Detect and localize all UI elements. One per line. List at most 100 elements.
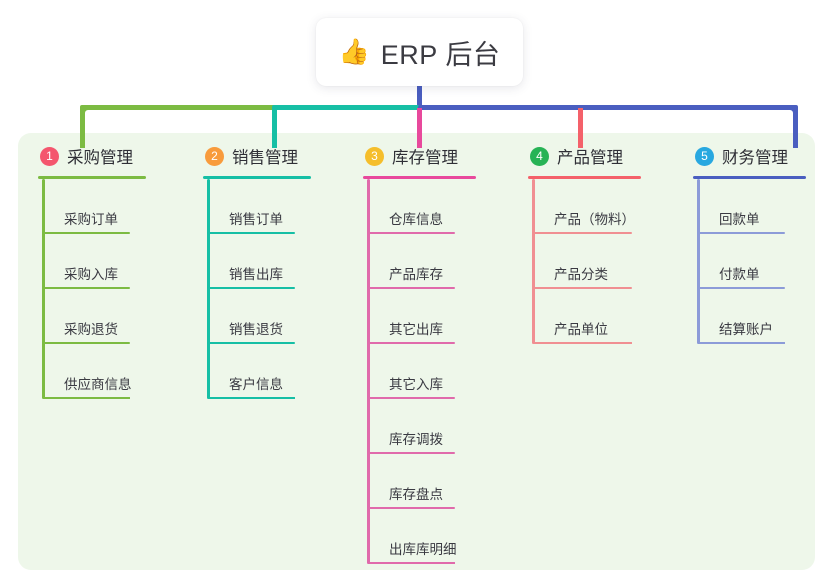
branch-header-4[interactable]: 4 产品管理	[528, 142, 673, 170]
branch-item-label: 仓库信息	[389, 212, 443, 227]
branch-number-badge: 1	[40, 146, 59, 166]
branch-title: 库存管理	[392, 149, 458, 167]
branch-item[interactable]: 库存盘点	[363, 454, 511, 509]
branch-item[interactable]: 其它入库	[363, 344, 511, 399]
drop-connector-3	[417, 108, 422, 148]
branch-item-rule	[207, 397, 295, 399]
branch-item-label: 其它入库	[389, 377, 443, 392]
branch-title: 采购管理	[67, 149, 133, 167]
branch-item-label: 客户信息	[229, 377, 283, 392]
branch-item-rule	[532, 287, 632, 289]
branch-item-rule	[367, 342, 455, 344]
branch-header-2[interactable]: 2 销售管理	[203, 142, 348, 170]
branch-item-rule	[697, 232, 785, 234]
branch-item-label: 出库库明细	[389, 542, 457, 557]
root-stem-connector	[417, 82, 422, 108]
branch-item[interactable]: 采购退货	[38, 289, 188, 344]
branch-item-rule	[367, 562, 455, 564]
branch-item[interactable]: 其它出库	[363, 289, 511, 344]
branch-spine	[42, 179, 45, 399]
branch-item-label: 采购退货	[64, 322, 118, 337]
branch-item[interactable]: 库存调拨	[363, 399, 511, 454]
branch-number-badge: 5	[695, 146, 714, 166]
branch-item-rule	[697, 342, 785, 344]
branch-item-label: 采购订单	[64, 212, 118, 227]
branch-item-list: 回款单付款单结算账户	[693, 179, 815, 344]
drop-connector-2	[272, 108, 277, 148]
branch-item[interactable]: 采购订单	[38, 179, 188, 234]
branch-item-label: 销售出库	[229, 267, 283, 282]
branch-item-rule	[367, 397, 455, 399]
branch-item[interactable]: 产品库存	[363, 234, 511, 289]
branch-column-1: 1 采购管理采购订单采购入库采购退货供应商信息	[38, 142, 188, 399]
branch-title: 产品管理	[557, 149, 623, 167]
branch-spine	[367, 179, 370, 564]
drop-connector-1	[80, 108, 85, 148]
branch-item-rule	[367, 232, 455, 234]
branch-item[interactable]: 销售出库	[203, 234, 348, 289]
branch-item-label: 产品分类	[554, 267, 608, 282]
branch-item[interactable]: 回款单	[693, 179, 815, 234]
branch-header-rule	[363, 176, 476, 179]
bus-segment-blue	[418, 105, 798, 110]
branch-item-label: 采购入库	[64, 267, 118, 282]
drop-connector-5	[793, 108, 798, 148]
branch-column-5: 5 财务管理回款单付款单结算账户	[693, 142, 815, 344]
branch-item-rule	[367, 287, 455, 289]
branch-header-5[interactable]: 5 财务管理	[693, 142, 815, 170]
branch-item-label: 产品单位	[554, 322, 608, 337]
branch-item-rule	[367, 507, 455, 509]
branch-header-3[interactable]: 3 库存管理	[363, 142, 511, 170]
branch-item-rule	[42, 232, 130, 234]
branch-item[interactable]: 付款单	[693, 234, 815, 289]
branch-item[interactable]: 仓库信息	[363, 179, 511, 234]
branch-number-badge: 3	[365, 146, 384, 166]
branch-item[interactable]: 出库库明细	[363, 509, 511, 564]
branch-item[interactable]: 产品分类	[528, 234, 673, 289]
branch-item-label: 回款单	[719, 212, 760, 227]
branch-item-list: 销售订单销售出库销售退货客户信息	[203, 179, 348, 399]
branch-item-label: 结算账户	[719, 322, 773, 337]
branch-item-list: 仓库信息产品库存其它出库其它入库库存调拨库存盘点出库库明细	[363, 179, 511, 564]
branch-item-label: 销售退货	[229, 322, 283, 337]
branch-item-label: 产品（物料）	[554, 212, 635, 227]
branch-header-1[interactable]: 1 采购管理	[38, 142, 188, 170]
branch-item-list: 产品（物料） 产品分类产品单位	[528, 179, 673, 344]
root-node[interactable]: 👍 ERP 后台	[316, 18, 523, 86]
branch-column-3: 3 库存管理仓库信息产品库存其它出库其它入库库存调拨库存盘点出库库明细	[363, 142, 511, 564]
branch-spine	[207, 179, 210, 399]
branch-item[interactable]: 供应商信息	[38, 344, 188, 399]
branch-item-label: 其它出库	[389, 322, 443, 337]
branches-panel	[18, 133, 815, 570]
branch-item-label: 库存调拨	[389, 432, 443, 447]
branch-item-label: 付款单	[719, 267, 760, 282]
branch-item-rule	[42, 397, 130, 399]
branch-item-rule	[532, 342, 632, 344]
branch-spine	[697, 179, 700, 344]
branch-item-rule	[367, 452, 455, 454]
bus-segment-green	[80, 105, 276, 110]
branch-title: 财务管理	[722, 149, 788, 167]
branch-item-rule	[697, 287, 785, 289]
branch-item-rule	[207, 287, 295, 289]
branch-header-rule	[693, 176, 806, 179]
branch-column-4: 4 产品管理产品（物料） 产品分类产品单位	[528, 142, 673, 344]
drop-connector-4	[578, 108, 583, 148]
branch-item[interactable]: 采购入库	[38, 234, 188, 289]
branch-item[interactable]: 结算账户	[693, 289, 815, 344]
branch-number-badge: 2	[205, 146, 224, 166]
branch-header-rule	[203, 176, 311, 179]
branch-item-list: 采购订单采购入库采购退货供应商信息	[38, 179, 188, 399]
branch-header-rule	[38, 176, 146, 179]
branch-number-badge: 4	[530, 146, 549, 166]
bus-segment-teal	[272, 105, 422, 110]
branch-item[interactable]: 产品（物料）	[528, 179, 673, 234]
thumbs-up-icon: 👍	[338, 37, 370, 66]
branch-title: 销售管理	[232, 149, 298, 167]
branch-item[interactable]: 销售订单	[203, 179, 348, 234]
branch-item[interactable]: 销售退货	[203, 289, 348, 344]
branch-item[interactable]: 客户信息	[203, 344, 348, 399]
branch-item-rule	[532, 232, 632, 234]
root-title: ERP 后台	[380, 39, 501, 70]
branch-item[interactable]: 产品单位	[528, 289, 673, 344]
